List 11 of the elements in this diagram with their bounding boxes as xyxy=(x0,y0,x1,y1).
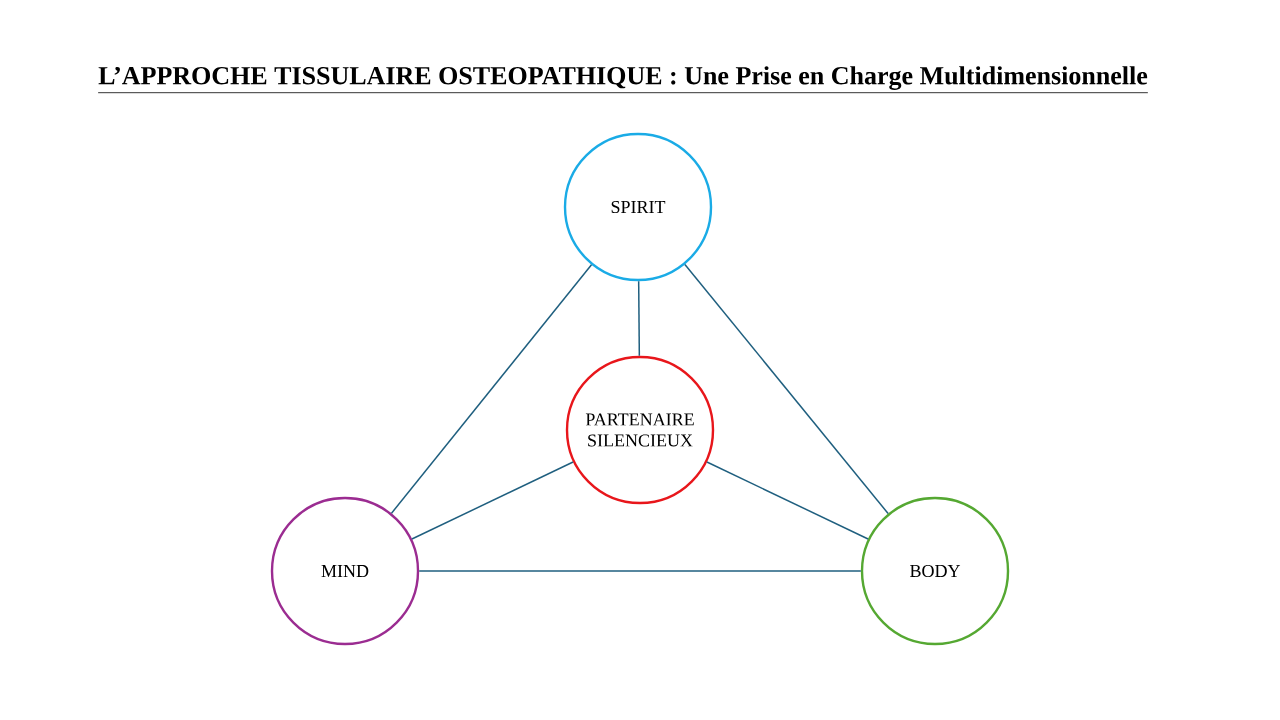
connector-line xyxy=(390,264,593,514)
circle-node: PARTENAIRE SILENCIEUX xyxy=(565,355,715,505)
circle-node: BODY xyxy=(860,496,1010,646)
connector-line xyxy=(637,280,641,357)
connector-line xyxy=(418,570,862,572)
circle-node: SPIRIT xyxy=(563,132,713,282)
connector-line xyxy=(411,461,574,540)
title: L’APPROCHE TISSULAIRE OSTEOPATHIQUE : Une Prise en Charge Multidimensionnelle xyxy=(97,66,1149,94)
circle-node: MIND xyxy=(270,496,420,646)
connector-line xyxy=(706,461,869,540)
connector-line xyxy=(684,263,889,515)
